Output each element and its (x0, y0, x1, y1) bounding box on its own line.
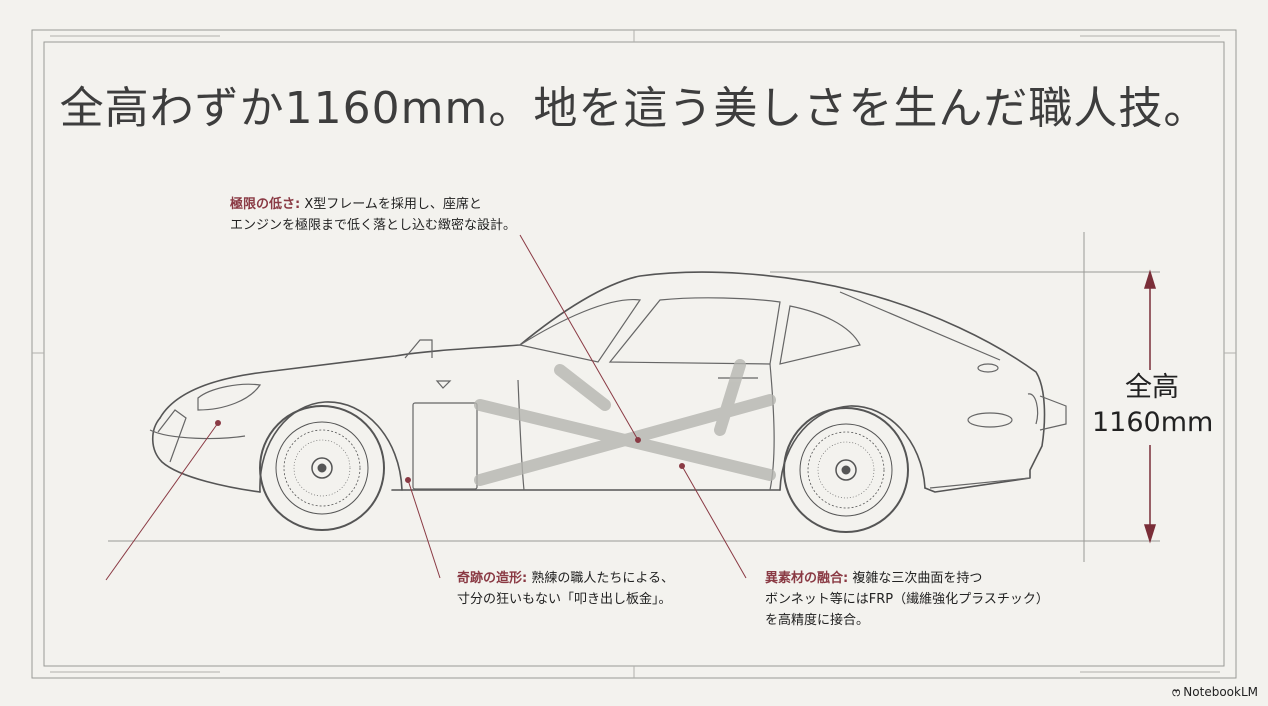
height-label-line1: 全高 (1125, 372, 1179, 403)
callout-material-line2: ボンネット等にはFRP（繊維強化プラスチック） (765, 592, 1049, 607)
car-outline (151, 271, 1046, 493)
callout-low-height-key: 極限の低さ: (230, 197, 301, 212)
callout-material: 異素材の融合: 複雑な三次曲面を持つ ボンネット等にはFRP（繊維強化プラスチッ… (765, 568, 1049, 631)
callout-shape-key: 奇跡の造形: (457, 571, 528, 586)
brand-name: NotebookLM (1183, 685, 1258, 699)
leader-lines (105, 234, 747, 581)
frame-ruler-ticks (32, 30, 1236, 678)
callout-low-height-line2: エンジンを極限まで低く落とし込む緻密な設計。 (230, 218, 517, 233)
callout-material-line1: 複雑な三次曲面を持つ (848, 571, 983, 586)
callout-low-height-line1: X型フレームを採用し、座席と (300, 197, 482, 212)
height-dimension-arrow (1143, 269, 1157, 544)
callout-shape-line2: 寸分の狂いもない「叩き出し板金」。 (457, 592, 672, 607)
x-frame-chassis (474, 359, 776, 486)
callout-low-height: 極限の低さ: X型フレームを採用し、座席と エンジンを極限まで低く落とし込む緻密… (230, 194, 516, 236)
callout-material-key: 異素材の融合: (765, 571, 849, 586)
height-label-line2: 1160mm (1092, 407, 1214, 438)
rear-wheel (783, 407, 909, 533)
page-title: 全高わずか1160mm。地を這う美しさを生んだ職人技。 (59, 83, 1209, 134)
callout-shape-line1: 熟練の職人たちによる、 (527, 571, 674, 586)
car-details (149, 291, 1067, 491)
front-wheel (259, 405, 385, 531)
callout-shape: 奇跡の造形: 熟練の職人たちによる、 寸分の狂いもない「叩き出し板金」。 (457, 568, 674, 610)
notebooklm-logo-icon: ෆ (1172, 685, 1181, 699)
callout-material-line3: を高精度に接合。 (765, 613, 870, 628)
height-dimension-label: 全高 1160mm (1092, 370, 1214, 440)
